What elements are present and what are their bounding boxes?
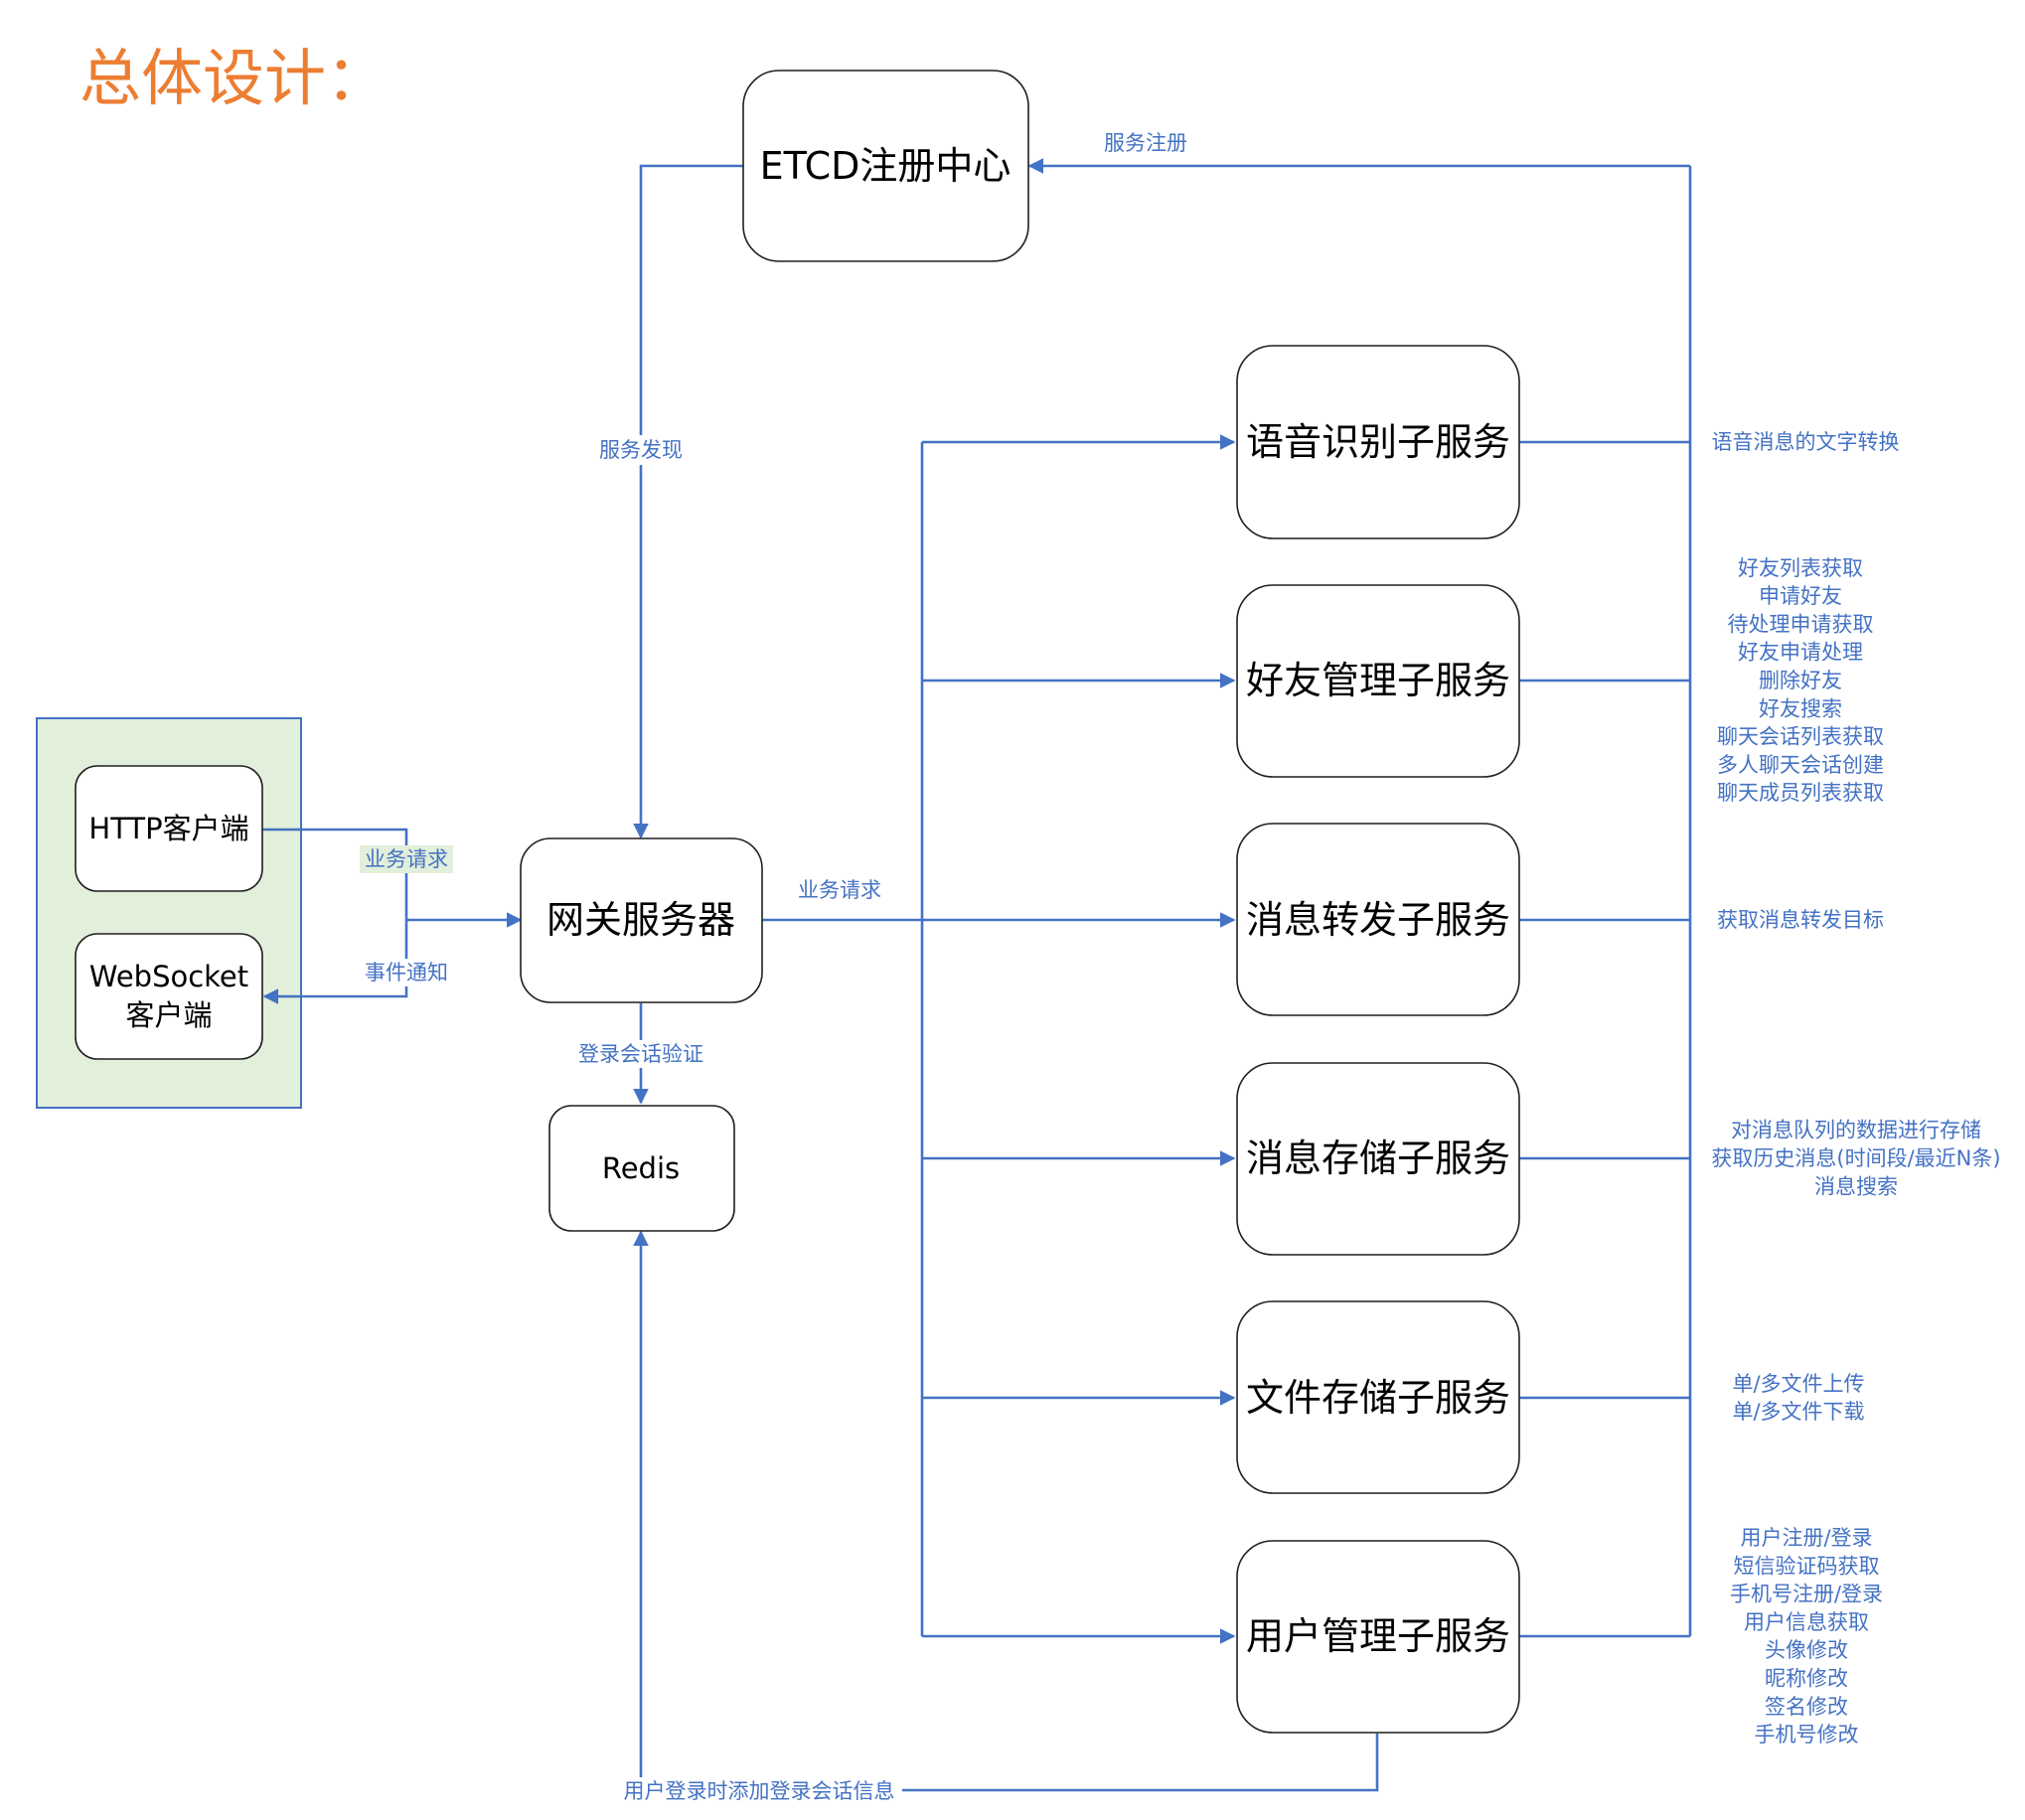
page-title: 总体设计：: [79, 42, 388, 114]
feature-msg-store-1: 获取历史消息(时间段/最近N条): [1711, 1146, 2000, 1170]
redis-label: Redis: [602, 1151, 680, 1185]
edge-service-discovery: [633, 164, 743, 839]
feature-friend-0: 好友列表获取: [1738, 556, 1863, 580]
edge-label-add-login-session: 用户登录时添加登录会话信息: [624, 1779, 895, 1803]
http-client-label: HTTP客户端: [88, 812, 248, 845]
feature-user-2: 手机号注册/登录: [1730, 1583, 1883, 1606]
user-service-label: 用户管理子服务: [1246, 1614, 1510, 1658]
feature-speech-0: 语音消息的文字转换: [1712, 430, 1900, 454]
feature-friend-7: 多人聊天会话创建: [1717, 753, 1884, 777]
file-store-service-node: 文件存储子服务: [1236, 1300, 1520, 1494]
edge-label-business-request-client: 业务请求: [365, 847, 448, 871]
edge-label-business-request-gateway: 业务请求: [798, 878, 881, 902]
etcd-label: ETCD注册中心: [760, 144, 1012, 188]
http-client-node: HTTP客户端: [75, 765, 263, 892]
feature-friend-4: 删除好友: [1759, 669, 1842, 692]
msg-store-service-label: 消息存储子服务: [1246, 1137, 1510, 1180]
msg-forward-service-node: 消息转发子服务: [1236, 823, 1520, 1016]
websocket-client-label-line1: WebSocket: [89, 960, 248, 993]
feature-friend-5: 好友搜索: [1759, 696, 1842, 720]
edge-label-event-notify: 事件通知: [365, 961, 448, 985]
redis-node: Redis: [548, 1105, 735, 1232]
friend-service-node: 好友管理子服务: [1236, 584, 1520, 778]
feature-user-5: 昵称修改: [1765, 1667, 1848, 1691]
feature-friend-6: 聊天会话列表获取: [1717, 725, 1884, 749]
feature-msg-store-2: 消息搜索: [1814, 1174, 1898, 1198]
file-store-service-label: 文件存储子服务: [1246, 1376, 1510, 1420]
feature-msg-store-0: 对消息队列的数据进行存储: [1731, 1119, 1981, 1142]
edge-label-login-session-verify: 登录会话验证: [578, 1042, 703, 1066]
feature-user-0: 用户注册/登录: [1740, 1526, 1872, 1550]
edge-label-service-register: 服务注册: [1104, 131, 1187, 155]
gateway-label: 网关服务器: [546, 898, 735, 942]
feature-msg-forward-0: 获取消息转发目标: [1717, 908, 1884, 932]
feature-user-1: 短信验证码获取: [1734, 1554, 1880, 1578]
feature-file-store-0: 单/多文件上传: [1732, 1372, 1864, 1396]
speech-service-label: 语音识别子服务: [1246, 420, 1510, 464]
friend-service-label: 好友管理子服务: [1246, 659, 1510, 702]
feature-user-7: 手机号修改: [1755, 1723, 1859, 1746]
websocket-client-node: WebSocket 客户端: [75, 933, 263, 1060]
speech-service-node: 语音识别子服务: [1236, 345, 1520, 539]
websocket-client-label-line2: 客户端: [125, 998, 212, 1032]
msg-forward-service-label: 消息转发子服务: [1246, 898, 1510, 942]
edge-event-notify: [262, 920, 408, 1004]
user-service-node: 用户管理子服务: [1236, 1540, 1520, 1734]
feature-user-4: 头像修改: [1765, 1638, 1848, 1662]
feature-user-3: 用户信息获取: [1744, 1610, 1869, 1634]
service-feature-lists: 语音消息的文字转换好友列表获取申请好友待处理申请获取好友申请处理删除好友好友搜索…: [1711, 430, 2000, 1746]
msg-store-service-node: 消息存储子服务: [1236, 1062, 1520, 1256]
edge-add-session: [633, 1230, 1379, 1792]
edge-label-service-discovery: 服务发现: [599, 438, 683, 462]
feature-friend-8: 聊天成员列表获取: [1717, 781, 1884, 805]
feature-friend-1: 申请好友: [1759, 584, 1842, 608]
gateway-node: 网关服务器: [520, 837, 763, 1003]
feature-user-6: 签名修改: [1765, 1695, 1848, 1719]
etcd-node: ETCD注册中心: [742, 70, 1029, 262]
feature-file-store-1: 单/多文件下载: [1732, 1400, 1864, 1424]
edge-http-request: [262, 828, 408, 920]
feature-friend-2: 待处理申请获取: [1728, 612, 1874, 636]
feature-friend-3: 好友申请处理: [1738, 641, 1863, 665]
